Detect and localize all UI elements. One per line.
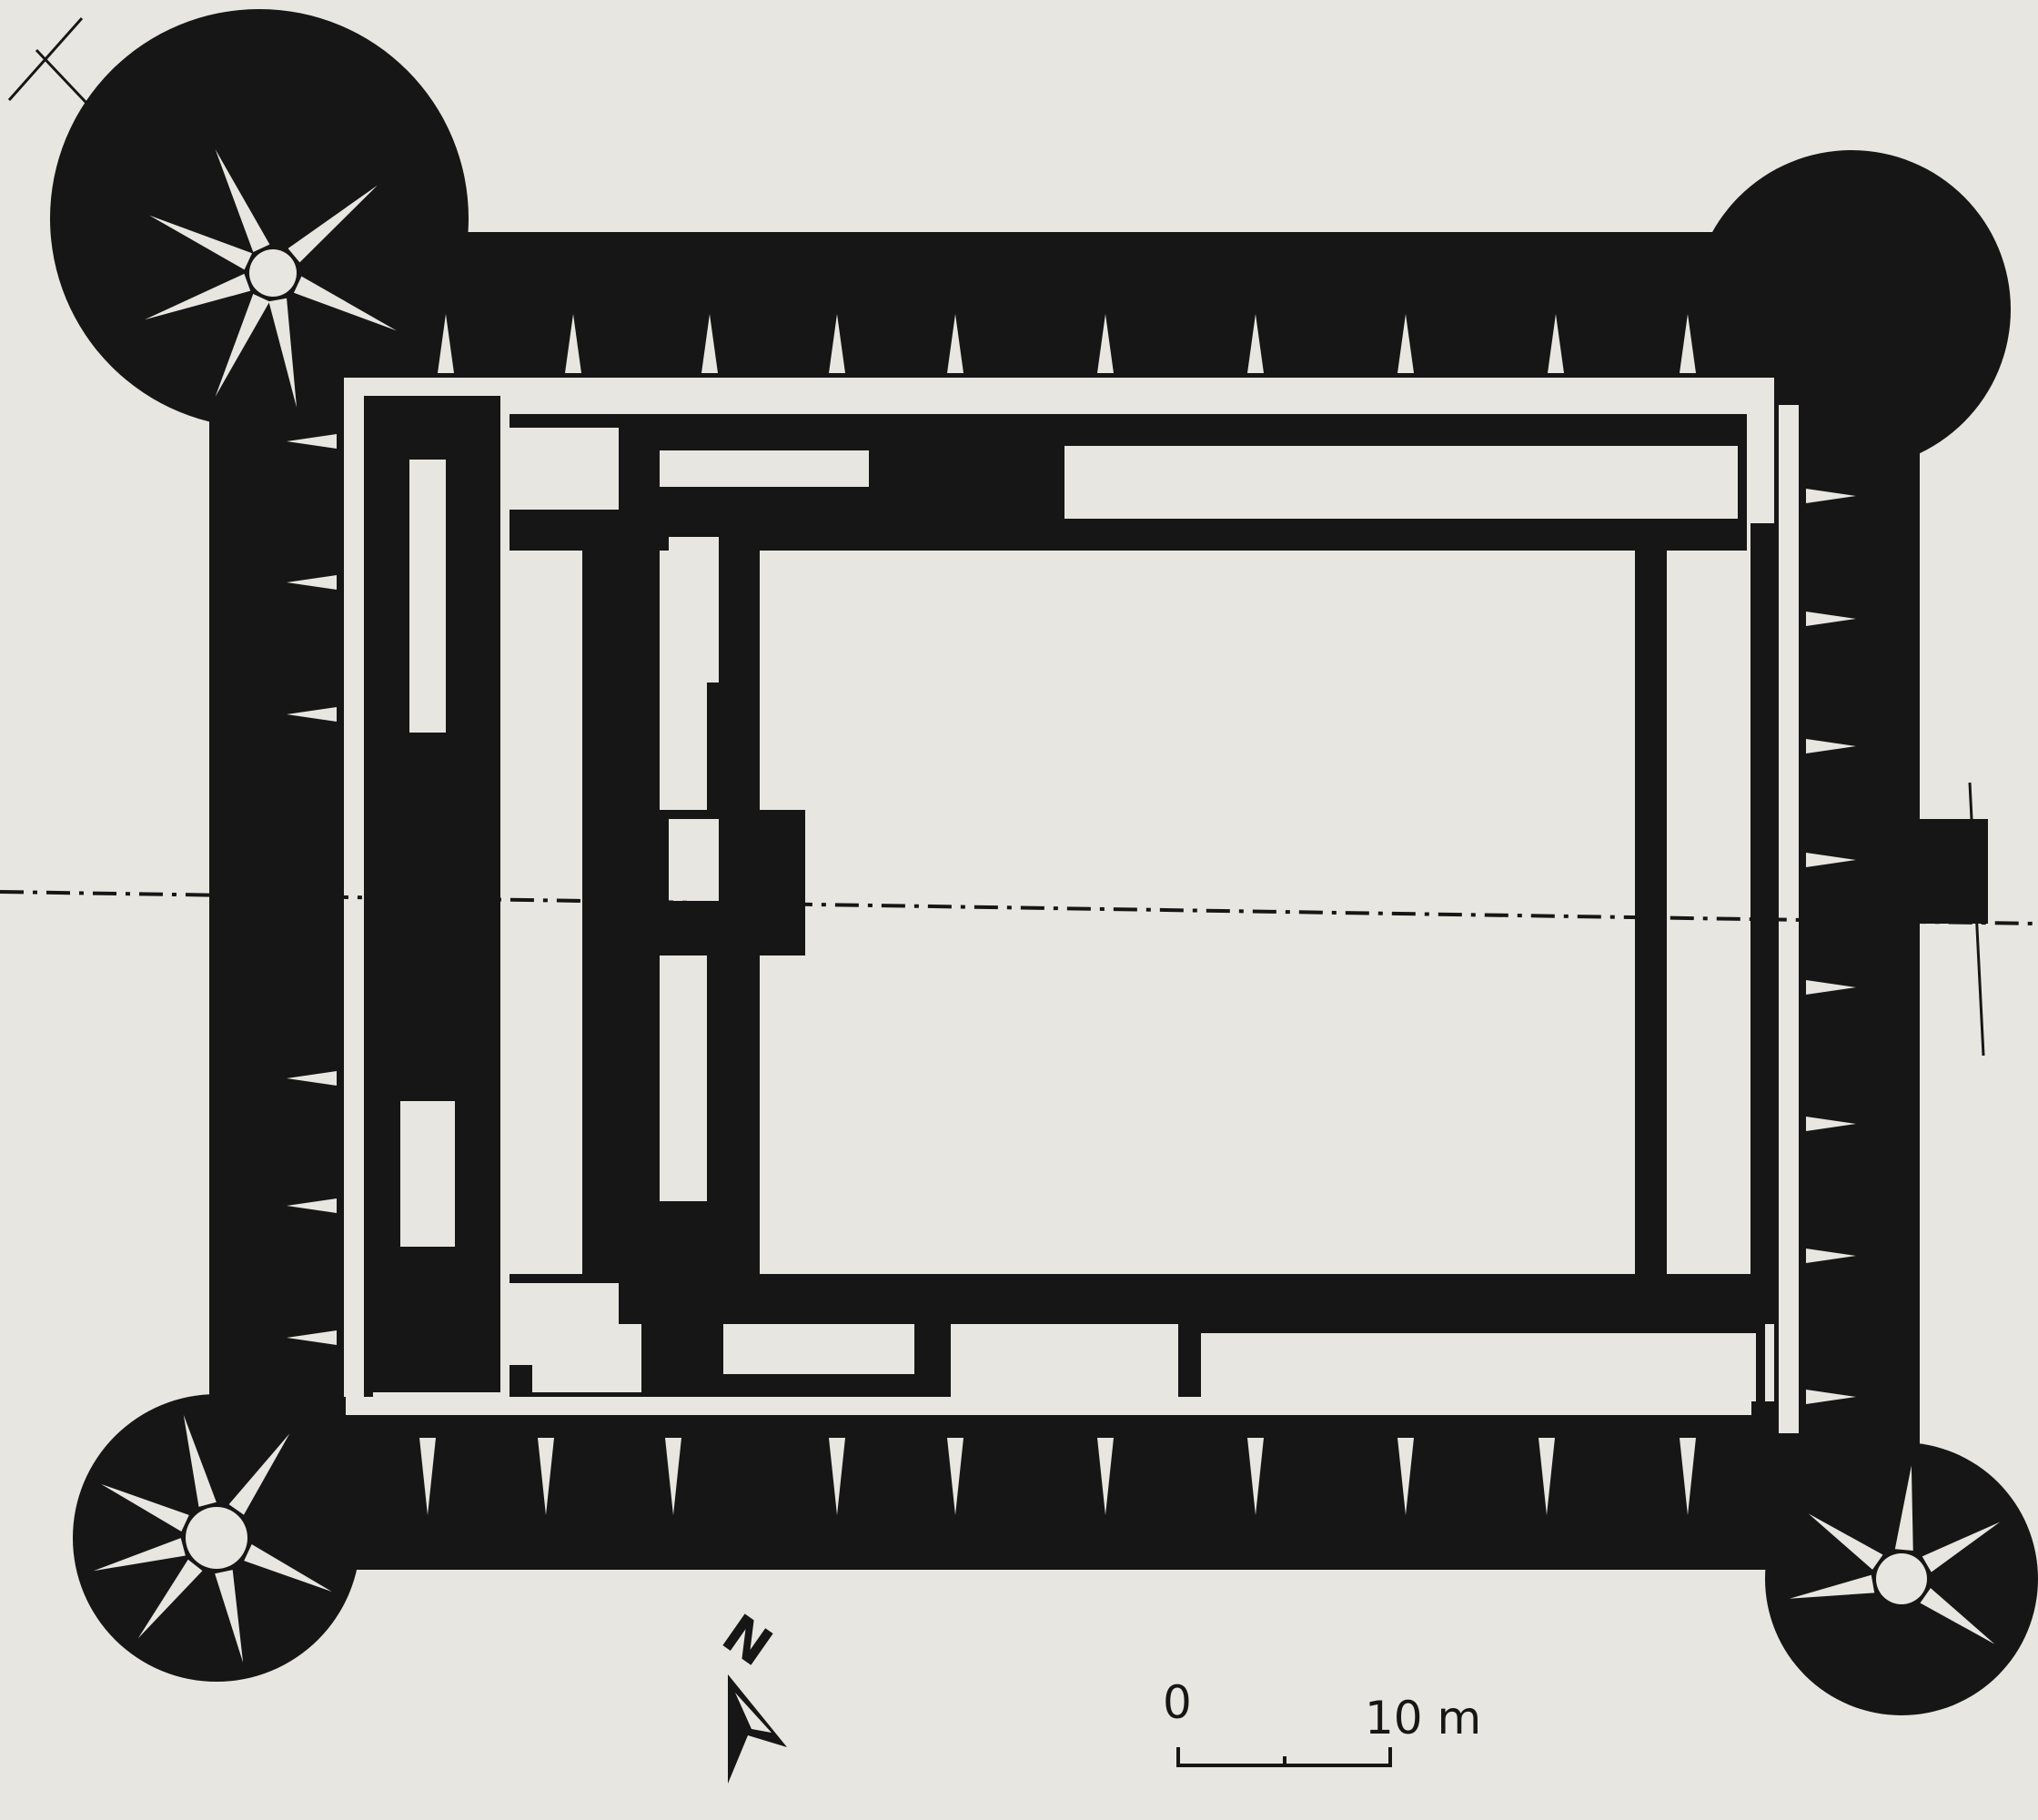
west-arrow-loop-4: [287, 1071, 337, 1086]
west-gate-block: [346, 783, 482, 1010]
east-arrow-loop-1: [1806, 489, 1856, 503]
scale-end-label: 10 m: [1365, 1692, 1481, 1744]
south-arrow-loop-1: [419, 1438, 436, 1515]
north-range-room-2: [505, 428, 619, 510]
scale-start-label: 0: [1163, 1676, 1192, 1729]
south-wall-passage: [346, 1397, 1751, 1415]
east-arrow-loop-7: [1806, 1249, 1856, 1263]
northwest-tower-opening-4: [293, 276, 397, 331]
wall-passages: [344, 378, 1799, 1433]
east-arrow-loop-2: [1806, 612, 1856, 626]
north-arrow-loop-4: [829, 314, 845, 373]
north-range-room-1: [660, 450, 869, 487]
west-chamber-1: [669, 537, 719, 682]
southeast-tower-opening-4: [1922, 1522, 2001, 1572]
north-arrow-loop-9: [1548, 314, 1564, 373]
south-arrow-loop-7: [1247, 1438, 1264, 1515]
southwest-tower-opening-7: [93, 1538, 186, 1572]
north-arrow-loop-7: [1247, 314, 1264, 373]
north-arrow-loop-1: [438, 314, 454, 373]
northwest-tower-opening-6: [215, 293, 270, 397]
south-arrow-loop-2: [538, 1438, 554, 1515]
north-label: N: [711, 1603, 783, 1679]
southeast-tower-opening-2: [1808, 1513, 1883, 1570]
east-wall-passage: [1779, 405, 1799, 1433]
east-range-outer-wall: [1750, 523, 1774, 1324]
southeast-tower-opening-1: [1789, 1574, 1875, 1599]
east-range-wall: [1635, 523, 1667, 1288]
west-long-room-north: [409, 460, 446, 733]
edge-sketch-lines: [7, 17, 1985, 1057]
east-arrow-loop-4: [1806, 853, 1856, 867]
east-arrow-loop-6: [1806, 1117, 1856, 1131]
southeast-tower-opening-5: [1920, 1588, 1995, 1644]
south-range-hall: [1201, 1333, 1756, 1401]
central-courtyard: [878, 551, 1635, 1288]
north-range-hall: [1064, 446, 1738, 519]
east-range-hall: [1667, 546, 1750, 1283]
southwest-tower-opening-6: [137, 1559, 203, 1639]
west-arrow-loop-6: [287, 1330, 337, 1345]
north-arrow-highlight: [735, 1693, 772, 1733]
tower-openings: [93, 149, 2001, 1663]
west-arrow-loop-1: [287, 434, 337, 449]
northwest-tower-opening-7: [145, 273, 251, 320]
southeast-tower-opening-stair-core: [1876, 1553, 1927, 1604]
northwest-tower-opening-1: [149, 215, 253, 270]
scale-bar: [1176, 1747, 1392, 1767]
north-wall-passage: [346, 378, 1774, 396]
south-arrow-loop-8: [1397, 1438, 1414, 1515]
southwest-tower-opening-1: [101, 1483, 189, 1532]
south-arrow-loop-9: [1539, 1438, 1555, 1515]
axis-dash-line: [0, 890, 2038, 925]
southeast-tower-opening-3: [1894, 1465, 1913, 1551]
southwest-tower-opening-4: [244, 1543, 332, 1592]
central-axis: [0, 17, 2038, 1057]
south-arrow-loop-4: [829, 1438, 845, 1515]
north-arrow-loop-5: [947, 314, 964, 373]
south-range-room-1: [951, 1324, 1178, 1399]
east-arrow-loop-5: [1806, 980, 1856, 995]
south-arrow-loop-5: [947, 1438, 964, 1515]
east-step-wall: [1920, 864, 1952, 919]
south-arrow-loop-3: [665, 1438, 681, 1515]
west-arrow-loop-5: [287, 1198, 337, 1213]
north-arrow-loop-10: [1680, 314, 1696, 373]
northwest-tower-opening-5: [268, 298, 298, 408]
southwest-room: [532, 1324, 641, 1392]
southwest-tower-opening-2: [183, 1414, 217, 1507]
east-arrow-loop-3: [1806, 739, 1856, 753]
west-long-room-south: [400, 1101, 455, 1247]
northwest-tower-opening-2: [215, 149, 270, 253]
north-arrow-loop-3: [701, 314, 718, 373]
southwest-tower-opening-3: [228, 1433, 290, 1515]
northwest-tower-opening-3: [288, 185, 378, 263]
south-arrow-loop-10: [1680, 1438, 1696, 1515]
diagram-annotations: N 0 10 m: [711, 1603, 1481, 1784]
east-arrow-loop-8: [1806, 1390, 1856, 1404]
northwest-tower-opening-stair-core: [249, 249, 297, 297]
southwest-tower-opening-stair-core: [186, 1507, 247, 1569]
west-arrow-loop-3: [287, 707, 337, 722]
west-arrow-loop-2: [287, 575, 337, 590]
north-arrow-loop-6: [1097, 314, 1114, 373]
west-wall-passage: [344, 378, 364, 1397]
arrow-loops: [287, 314, 1856, 1515]
west-chamber-2: [669, 819, 719, 901]
south-arrow-loop-6: [1097, 1438, 1114, 1515]
north-arrow-loop-2: [565, 314, 581, 373]
north-arrow-loop-8: [1397, 314, 1414, 373]
southwest-tower-opening-5: [215, 1570, 244, 1663]
south-range-room-2: [723, 1324, 914, 1374]
